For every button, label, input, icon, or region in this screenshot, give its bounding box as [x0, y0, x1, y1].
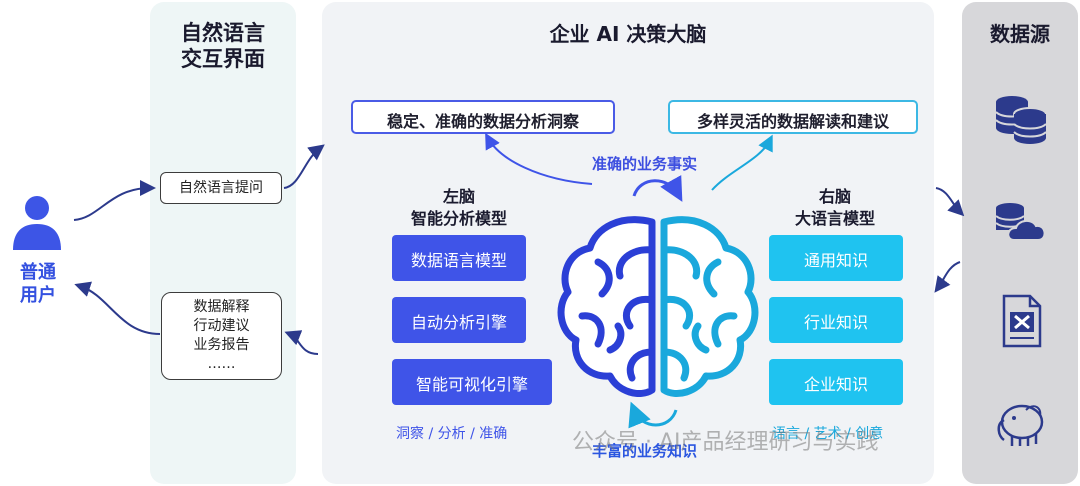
arrow-to-datasource: [935, 187, 965, 217]
general-knowledge-module: 通用知识: [769, 235, 903, 281]
watermark: 公众号 · AI产品经理研习与实践: [572, 430, 879, 455]
hadoop-elephant-icon: [997, 404, 1044, 446]
arrow-question-to-core: [283, 144, 325, 189]
left-brain-heading: 左脑 智能分析模型: [410, 187, 507, 228]
interpretation-callout: 多样灵活的数据解读和建议: [668, 100, 918, 134]
user-icon: [13, 196, 61, 250]
arrow-core-to-answer: [284, 330, 319, 355]
loop-arrow-top: [632, 175, 683, 202]
natural-language-panel: [150, 2, 296, 484]
business-facts-caption: 准确的业务事实: [592, 155, 698, 173]
loop-arrow-bottom: [628, 401, 678, 429]
left-brain-hemisphere: [557, 216, 656, 397]
right-brain-heading: 右脑 大语言模型: [794, 187, 875, 228]
left-brain-traits: 洞察 / 分析 / 准确: [396, 426, 508, 442]
arrow-user-to-question: [73, 180, 156, 221]
answer-item: 业务报告: [193, 336, 250, 353]
industry-knowledge-module: 行业知识: [769, 297, 903, 343]
right-brain-hemisphere: [660, 216, 759, 397]
answer-item: 行动建议: [193, 317, 250, 334]
right-brain-traits: 语言 / 艺术 / 创意: [772, 426, 884, 442]
user-label: 普通 用户: [20, 262, 56, 306]
arrow-from-datasource: [934, 261, 961, 293]
decision-brain-title: 企业 AI 决策大脑: [549, 22, 707, 46]
arrow-brain-to-right-callout: [711, 134, 773, 191]
data-language-model-module: 数据语言模型: [392, 235, 526, 281]
arrow-answer-to-user: [74, 281, 161, 335]
answer-item: ……: [207, 355, 236, 372]
enterprise-knowledge-module: 企业知识: [769, 359, 903, 405]
auto-analysis-engine-module: 自动分析引擎: [392, 297, 526, 343]
smart-visualization-engine-module: 智能可视化引擎: [392, 359, 552, 405]
database-icon: [995, 96, 1047, 144]
cloud-storage-icon: [995, 203, 1046, 241]
answer-item: 数据解释: [193, 299, 250, 315]
business-knowledge-caption: 丰富的业务知识: [592, 442, 698, 460]
nl-question-box: 自然语言提问: [160, 172, 282, 204]
data-source-panel: [962, 2, 1078, 484]
natural-language-panel-title: 自然语言 交互界面: [181, 21, 265, 72]
analysis-insight-callout: 稳定、准确的数据分析洞察: [351, 100, 615, 134]
arrow-brain-to-left-callout: [485, 132, 593, 185]
nl-answer-box: 数据解释 行动建议 业务报告 ……: [161, 292, 282, 380]
excel-icon: [1002, 294, 1042, 348]
data-source-title: 数据源: [990, 22, 1050, 46]
